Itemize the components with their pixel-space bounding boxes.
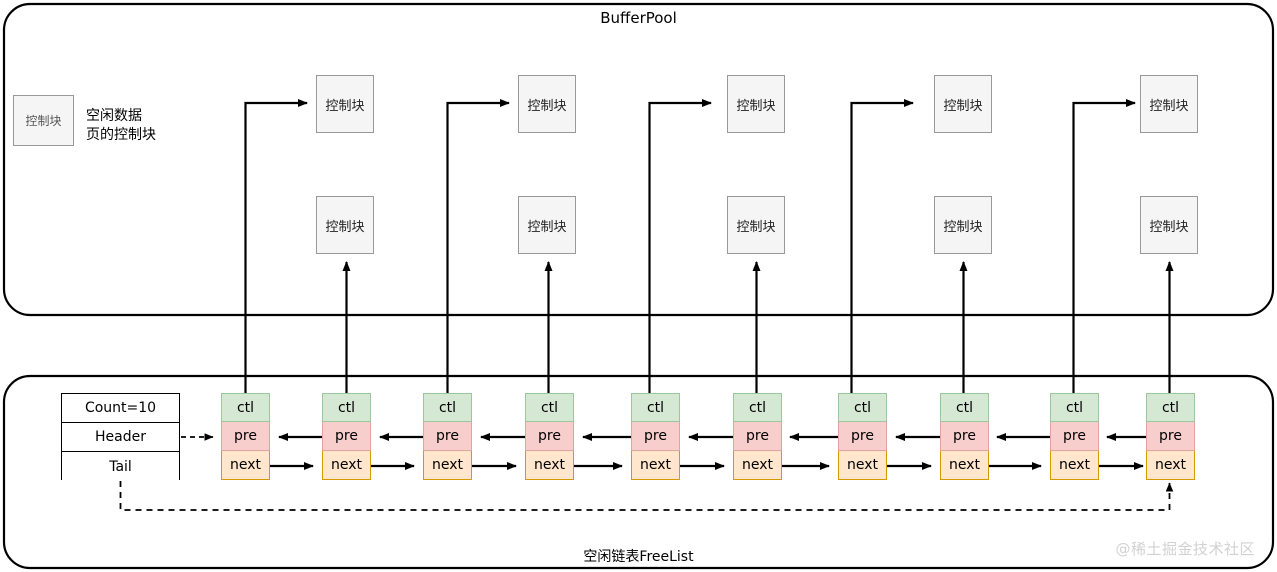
- node-pre-cell[interactable]: pre: [940, 422, 989, 451]
- freelist-header-row: Header: [62, 423, 179, 452]
- node-pre-cell[interactable]: pre: [631, 422, 680, 451]
- list-node-4[interactable]: ctl pre next: [525, 393, 574, 480]
- node-next-cell[interactable]: next: [838, 451, 887, 480]
- freelist-title: 空闲链表FreeList: [583, 549, 694, 565]
- node-next-cell[interactable]: next: [940, 451, 989, 480]
- list-node-10[interactable]: ctl pre next: [1146, 393, 1195, 480]
- page-title: BufferPool: [600, 9, 677, 27]
- node-ctl-cell[interactable]: ctl: [322, 393, 371, 422]
- node-ctl-cell[interactable]: ctl: [525, 393, 574, 422]
- freelist-count-row: Count=10: [62, 394, 179, 423]
- list-node-2[interactable]: ctl pre next: [322, 393, 371, 480]
- node-next-cell[interactable]: next: [221, 451, 270, 480]
- node-ctl-cell[interactable]: ctl: [838, 393, 887, 422]
- bufferpool-container: [2, 2, 1275, 317]
- node-pre-cell[interactable]: pre: [525, 422, 574, 451]
- node-ctl-cell[interactable]: ctl: [631, 393, 680, 422]
- node-pre-cell[interactable]: pre: [733, 422, 782, 451]
- node-pre-cell[interactable]: pre: [322, 422, 371, 451]
- node-pre-cell[interactable]: pre: [1146, 422, 1195, 451]
- control-block-bottom-5[interactable]: 控制块: [1140, 196, 1198, 254]
- watermark: @稀土掘金技术社区: [1115, 540, 1255, 558]
- ctl-to-bottom-block-connectors: [342, 261, 1174, 393]
- node-ctl-cell[interactable]: ctl: [940, 393, 989, 422]
- ctl-to-top-block-connectors: [244, 99, 1136, 393]
- tail-pointer: [119, 481, 1174, 511]
- legend-description-line1: 空闲数据: [86, 108, 142, 124]
- node-next-cell[interactable]: next: [1050, 451, 1099, 480]
- control-block-top-5[interactable]: 控制块: [1140, 75, 1198, 133]
- control-block-top-4[interactable]: 控制块: [934, 75, 992, 133]
- list-node-3[interactable]: ctl pre next: [423, 393, 472, 480]
- node-next-cell[interactable]: next: [1146, 451, 1195, 480]
- node-ctl-cell[interactable]: ctl: [1146, 393, 1195, 422]
- node-next-cell[interactable]: next: [631, 451, 680, 480]
- control-block-top-1[interactable]: 控制块: [316, 75, 374, 133]
- list-node-6[interactable]: ctl pre next: [733, 393, 782, 480]
- control-block-bottom-1[interactable]: 控制块: [316, 196, 374, 254]
- freelist-container: [2, 374, 1275, 570]
- legend-control-block: 控制块: [13, 95, 74, 146]
- node-ctl-cell[interactable]: ctl: [221, 393, 270, 422]
- node-next-cell[interactable]: next: [525, 451, 574, 480]
- freelist-tail-row: Tail: [62, 452, 179, 481]
- node-ctl-cell[interactable]: ctl: [423, 393, 472, 422]
- list-node-5[interactable]: ctl pre next: [631, 393, 680, 480]
- list-node-7[interactable]: ctl pre next: [838, 393, 887, 480]
- node-pre-cell[interactable]: pre: [1050, 422, 1099, 451]
- control-block-top-2[interactable]: 控制块: [518, 75, 576, 133]
- control-block-bottom-3[interactable]: 控制块: [727, 196, 785, 254]
- node-next-cell[interactable]: next: [423, 451, 472, 480]
- control-block-top-3[interactable]: 控制块: [727, 75, 785, 133]
- control-block-bottom-4[interactable]: 控制块: [934, 196, 992, 254]
- node-next-cell[interactable]: next: [733, 451, 782, 480]
- node-pre-cell[interactable]: pre: [838, 422, 887, 451]
- legend-description: 空闲数据 页的控制块: [86, 107, 156, 145]
- node-ctl-cell[interactable]: ctl: [1050, 393, 1099, 422]
- list-node-8[interactable]: ctl pre next: [940, 393, 989, 480]
- node-pre-cell[interactable]: pre: [423, 422, 472, 451]
- control-block-bottom-2[interactable]: 控制块: [518, 196, 576, 254]
- freelist-head-table: Count=10 Header Tail: [61, 393, 180, 481]
- node-pre-cell[interactable]: pre: [221, 422, 270, 451]
- list-node-1[interactable]: ctl pre next: [221, 393, 270, 480]
- list-node-9[interactable]: ctl pre next: [1050, 393, 1099, 480]
- node-next-cell[interactable]: next: [322, 451, 371, 480]
- node-ctl-cell[interactable]: ctl: [733, 393, 782, 422]
- legend-description-line2: 页的控制块: [86, 126, 156, 143]
